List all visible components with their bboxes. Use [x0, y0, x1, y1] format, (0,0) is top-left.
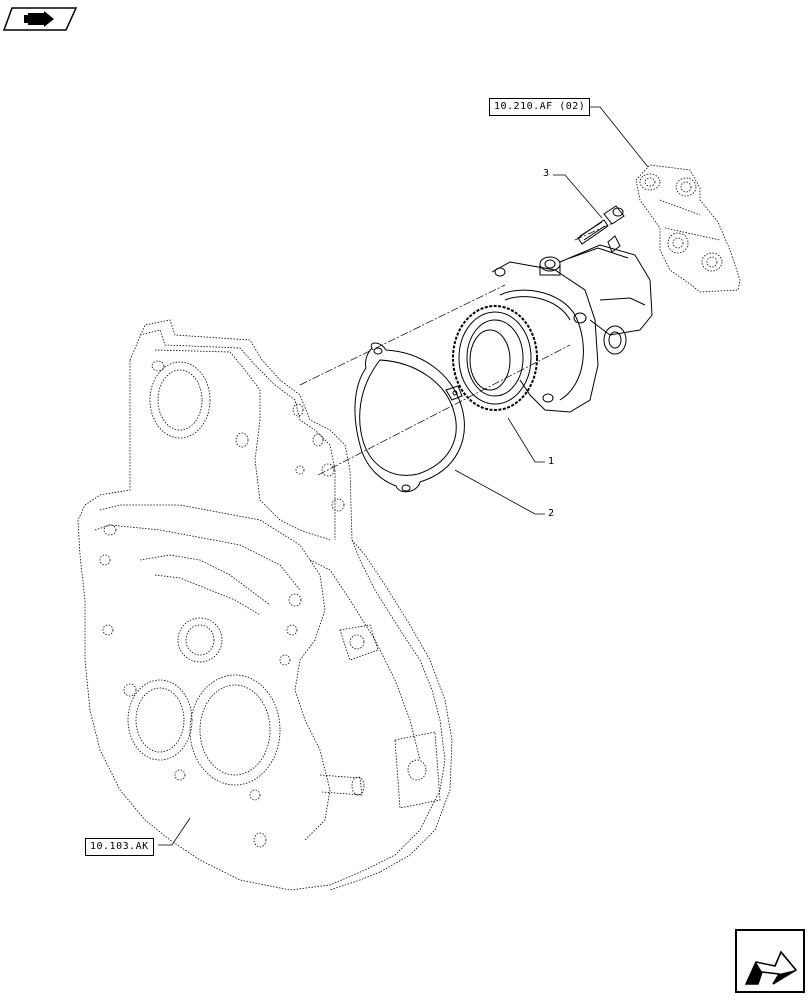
- gasket: [354, 342, 465, 493]
- next-page-arrow-icon[interactable]: [735, 929, 805, 993]
- callout-item-1: 1: [548, 456, 555, 467]
- leader-lines: [158, 106, 649, 846]
- reference-box-upper[interactable]: 10.210.AF (02): [489, 98, 591, 116]
- gear-housing-cover: [77, 319, 453, 891]
- callout-item-3: 3: [543, 168, 550, 179]
- back-arrow-icon[interactable]: [2, 7, 78, 31]
- reference-box-lower[interactable]: 10.103.AK: [85, 838, 154, 856]
- callout-item-2: 2: [548, 508, 555, 519]
- bolt: [577, 205, 625, 245]
- mounting-bracket: [635, 164, 741, 293]
- pump-assembly: [452, 235, 653, 413]
- assembly-centerlines: [299, 221, 616, 476]
